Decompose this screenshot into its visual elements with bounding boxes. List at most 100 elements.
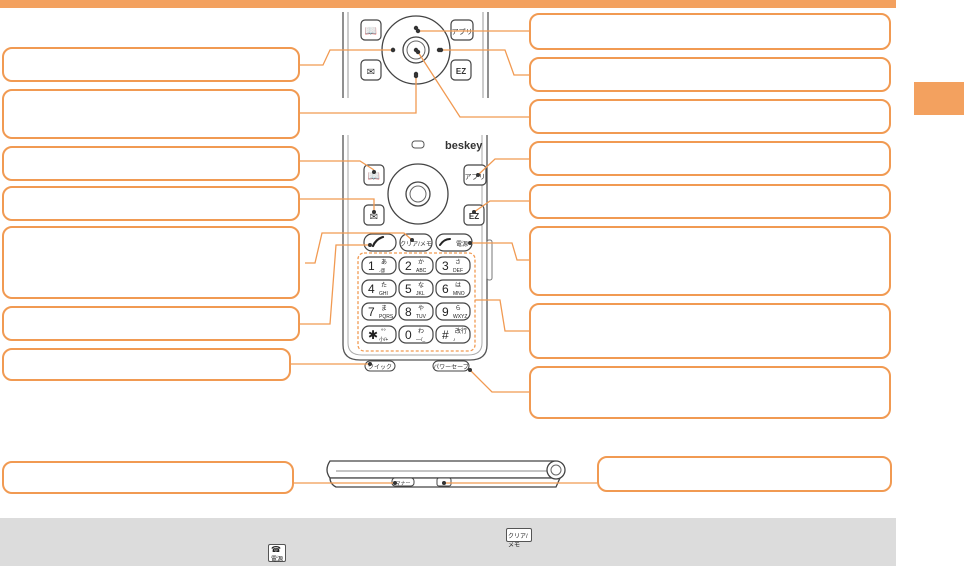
keypad-key-11[interactable] [435, 325, 471, 344]
keypad-key-kana: さ [455, 259, 461, 266]
keypad-key-number: 6 [442, 282, 449, 296]
call-start-icon [371, 235, 385, 248]
callout-left-2 [2, 89, 300, 139]
keypad-key-kana: は [455, 282, 461, 289]
app-label: アプリ [465, 173, 486, 181]
mail-button-top[interactable] [360, 59, 382, 81]
top-accent-bar [0, 0, 896, 8]
keypad-key-sub: .@ [379, 268, 385, 274]
keypad-key-4[interactable] [398, 279, 434, 298]
keypad-key-number: 9 [442, 305, 449, 319]
keypad-key-number: # [442, 328, 449, 342]
keypad-key-kana: な [418, 282, 424, 289]
manner-side-key[interactable] [391, 477, 415, 487]
keypad-key-sub: PQRS [379, 314, 394, 320]
keypad-key-number: 8 [405, 305, 412, 319]
keypad-key-sub: TUV [416, 314, 427, 320]
keypad-key-sub: WXYZ [453, 314, 467, 320]
app-label: アプリ [452, 28, 473, 36]
keypad-key-kana: あ [381, 259, 387, 266]
leader-dots [368, 28, 480, 485]
ez-button[interactable] [463, 204, 485, 226]
keypad-key-number: 3 [442, 259, 449, 273]
phonebook-icon: 📖 [368, 171, 380, 182]
call-end-icon [439, 238, 451, 246]
keypad-key-kana: か [418, 259, 424, 266]
clear-memo-key-icon: クリア/メモ [506, 528, 532, 549]
mail-icon: ✉ [367, 67, 375, 78]
phone-top-view: 📖 アプリ ✉ EZ [342, 12, 489, 98]
keypad-key-number: ✱ [368, 328, 378, 342]
keypad-key-sub: GHI [379, 291, 388, 297]
keypad-key-sub: ♪ [453, 337, 456, 343]
callout-right-8 [529, 366, 891, 419]
mail-icon: ✉ [370, 212, 378, 223]
chapter-tab [914, 82, 964, 115]
keypad-key-kana: た [381, 282, 387, 289]
callout-side-left [2, 461, 294, 494]
power-save-button[interactable] [432, 360, 470, 372]
keypad-highlight [357, 252, 476, 352]
keypad-key-number: 4 [368, 282, 375, 296]
clear-memo-key-label: クリア/メモ [508, 534, 528, 549]
power-label: 電源 [456, 240, 468, 248]
keypad-key-number: 2 [405, 259, 412, 273]
keypad-key-number: 5 [405, 282, 412, 296]
keypad-key-1[interactable] [398, 256, 434, 275]
callout-left-1 [2, 47, 300, 82]
keypad-key-0[interactable] [361, 256, 397, 275]
keypad-key-sub: ABC [416, 268, 427, 274]
callout-right-2 [529, 57, 891, 92]
keypad-key-kana: や [418, 304, 424, 312]
keypad-key-7[interactable] [398, 302, 434, 321]
keypad-key-kana: °° [381, 329, 386, 335]
callout-right-5 [529, 184, 891, 219]
callout-left-3 [2, 146, 300, 181]
callout-side-right [597, 456, 892, 492]
keypad-key-2[interactable] [435, 256, 471, 275]
ez-button-top[interactable] [450, 59, 472, 81]
keypad-key-6[interactable] [361, 302, 397, 321]
callout-right-1 [529, 13, 891, 50]
keypad-key-kana: 改行 [455, 327, 467, 335]
ez-icon: EZ [456, 67, 466, 76]
phone-side-view: マナー [326, 460, 566, 488]
app-button-top[interactable] [450, 19, 474, 41]
power-key-label: 電源 [271, 557, 284, 563]
call-start-button[interactable] [363, 233, 397, 252]
keypad-key-sub: MNO [453, 291, 465, 297]
callout-right-7 [529, 303, 891, 359]
keypad-key-number: 1 [368, 259, 375, 273]
keypad-key-10[interactable] [398, 325, 434, 344]
clear-memo-button[interactable] [399, 233, 433, 252]
keypad-key-8[interactable] [435, 302, 471, 321]
keypad-key-9[interactable] [361, 325, 397, 344]
footer-note: クリア/メモ ☎ 電源 [0, 518, 896, 566]
keypad-key-number: 7 [368, 305, 375, 319]
keypad-key-5[interactable] [435, 279, 471, 298]
callout-left-6 [2, 306, 300, 341]
phonebook-icon: 📖 [365, 26, 377, 37]
clear-memo-label: クリア/メモ [400, 241, 432, 248]
keypad-key-kana: ま [381, 305, 387, 312]
phonebook-button[interactable] [363, 164, 385, 186]
app-button[interactable] [463, 164, 487, 186]
callout-right-4 [529, 141, 891, 176]
quick-button[interactable] [364, 360, 396, 372]
keypad-key-number: 0 [405, 328, 412, 342]
callout-right-6 [529, 226, 891, 296]
brand-logo: beskey [445, 140, 483, 152]
manner-label: マナー [395, 481, 410, 487]
keypad-key-3[interactable] [361, 279, 397, 298]
keypad-key-kana: わ [418, 328, 424, 335]
callout-right-3 [529, 99, 891, 134]
power-key-icon: ☎ 電源 [268, 544, 286, 563]
callout-left-5 [2, 226, 300, 299]
phonebook-button-top[interactable] [360, 19, 382, 41]
keypad-key-sub: JKL [416, 291, 425, 297]
keypad-key-sub: 小/+ [379, 336, 388, 343]
callout-left-7 [2, 348, 291, 381]
